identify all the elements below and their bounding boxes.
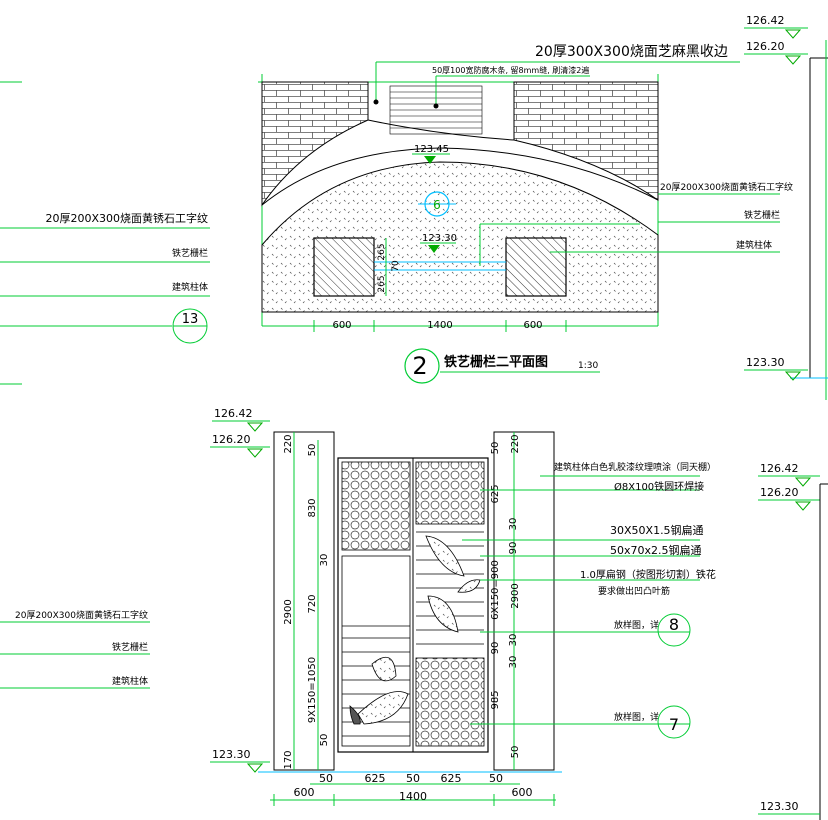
- elev-note-steel-2: 50x70x2.5钢扁通: [610, 544, 702, 557]
- elev-dim-left-total: 2900: [283, 599, 294, 624]
- elev-dim-ri-2: 30: [508, 518, 519, 531]
- elev-dim-li-5: 9X150=1050: [307, 657, 318, 723]
- plan-dim-v1: 265: [377, 243, 387, 260]
- elevation-view: 126.42 126.20 123.30: [210, 407, 716, 806]
- elev-dim-b2-3: 600: [512, 786, 533, 799]
- axis-label: 6: [433, 198, 441, 212]
- elev-dim-ri-1: 50: [490, 442, 501, 455]
- elev-dim-ro-4: 2900: [510, 583, 521, 608]
- plan-dim-b2: 1400: [427, 320, 452, 331]
- elev-dim-ro-5: 985: [490, 690, 501, 709]
- plan-dim-b3: 600: [523, 320, 542, 331]
- left-panel: 20厚200X300烧面黄锈石工字纹 铁艺栅栏 建筑柱体 13 20厚200X3…: [0, 81, 210, 689]
- elev-dim-b2-1: 600: [294, 786, 315, 799]
- elev-note-detail-7: 放样图，详: [614, 711, 659, 723]
- plan-dim-v3: 265: [377, 275, 387, 292]
- detail-ref-8: 8: [669, 615, 679, 634]
- brick-wall-left: [261, 81, 369, 207]
- elev-note-rings: Ø8X100铁圆环焊接: [614, 480, 704, 493]
- detail-ref-7: 7: [669, 715, 679, 734]
- column-right: [505, 237, 567, 297]
- plan-elev-mid: 123.30: [422, 233, 457, 244]
- elev-dim-b1-1: 50: [319, 772, 333, 785]
- elev-dim-b1-3: 50: [406, 772, 420, 785]
- plan-label-fence: 铁艺栅栏: [744, 209, 780, 221]
- left-label-column-2: 建筑柱体: [112, 675, 148, 687]
- elev-dim-b2-2: 1400: [399, 790, 427, 803]
- plan-title: 铁艺栅栏二平面图: [443, 354, 548, 370]
- elev-note-flatsteel: 1.0厚扁钢（按图形切割）铁花: [580, 568, 716, 581]
- left-label-stone: 20厚200X300烧面黄锈石工字纹: [45, 211, 208, 225]
- elev-dim-ro-3: 6X150=900: [490, 560, 501, 620]
- elev-level-second: 126.20: [212, 433, 251, 446]
- plan-title-num: 2: [412, 352, 427, 380]
- leaf-ornament-5: [357, 691, 409, 725]
- plan-title-circle: [404, 348, 440, 384]
- elev-level-top: 126.42: [214, 407, 253, 420]
- elev-dim-ro-2: 625: [490, 484, 501, 503]
- plan-label-stone: 20厚200X300烧面黄锈石工字纹: [660, 181, 793, 193]
- plan-scale: 1:30: [578, 361, 598, 371]
- elev-note-veins: 要求做出凹凸叶筋: [598, 585, 670, 597]
- elev-dim-li-2: 830: [307, 498, 318, 517]
- leaf-ornament-3: [427, 595, 459, 633]
- plan-view: 20厚300X300烧面芝麻黑收边 50厚100宽防腐木条, 留8mm缝, 刷清…: [258, 44, 793, 384]
- detail-ref-13: 13: [182, 312, 199, 327]
- ring-panel-top-right: [415, 461, 485, 525]
- elev-column-left: [273, 431, 335, 771]
- ring-panel-bottom-right: [415, 657, 485, 747]
- elev-dim-li-1: 50: [307, 444, 318, 457]
- right-level-1: 126.42: [746, 14, 785, 27]
- plan-dim-v2: 70: [391, 260, 401, 272]
- right-level-5: 126.20: [760, 486, 799, 499]
- left-label-column: 建筑柱体: [172, 281, 208, 293]
- elev-dim-b1-4: 625: [441, 772, 462, 785]
- elev-note-paint: 建筑柱体白色乳胶漆纹理喷涂（同天棚）: [554, 461, 716, 473]
- elev-dim-li-6: 50: [319, 734, 330, 747]
- right-strip: 126.42 126.20 123.30 126.42 126.20 123.3…: [744, 14, 828, 820]
- elev-level-base: 123.30: [212, 748, 251, 761]
- elev-dim-li-4: 720: [307, 594, 318, 613]
- left-label-fence-2: 铁艺栅栏: [112, 641, 148, 653]
- elev-dim-b1-2: 625: [365, 772, 386, 785]
- elev-dim-li-3: 30: [319, 554, 330, 567]
- ring-panel-top-left: [341, 461, 411, 551]
- plan-elev-top: 123.45: [414, 144, 449, 155]
- leaf-ornament-4: [371, 656, 397, 682]
- elev-dim-ro-1: 220: [510, 434, 521, 453]
- column-left: [313, 237, 375, 297]
- right-level-3: 123.30: [746, 356, 785, 369]
- detail-ref-circle-8: [657, 613, 691, 647]
- plan-sub-note: 50厚100宽防腐木条, 留8mm缝, 刷清漆2遍: [432, 65, 589, 75]
- plan-label-column: 建筑柱体: [736, 239, 772, 251]
- elev-note-detail-8: 放样图，详: [614, 619, 659, 631]
- right-level-2: 126.20: [746, 40, 785, 53]
- plan-top-note: 20厚300X300烧面芝麻黑收边: [535, 44, 728, 60]
- leaf-ornament-1: [425, 535, 465, 577]
- elev-dim-ri-5: 90: [490, 642, 501, 655]
- right-level-6: 123.30: [760, 800, 799, 813]
- elev-dim-ri-6: 30: [508, 656, 519, 669]
- plan-dim-b1: 600: [332, 320, 351, 331]
- right-level-4: 126.42: [760, 462, 799, 475]
- elev-dim-left-bottom: 170: [283, 750, 294, 769]
- elev-dim-left-top: 220: [283, 434, 294, 453]
- elev-note-steel-1: 30X50X1.5钢扁通: [610, 524, 704, 537]
- left-label-stone-2: 20厚200X300烧面黄锈石工字纹: [15, 609, 148, 621]
- elev-dim-ro-6: 50: [510, 746, 521, 759]
- left-label-fence: 铁艺栅栏: [172, 247, 208, 259]
- detail-ref-circle-7: [657, 705, 691, 739]
- elev-dim-ri-3: 90: [508, 542, 519, 555]
- elev-dim-ri-4: 30: [508, 634, 519, 647]
- elev-column-right: [493, 431, 555, 771]
- elev-dim-b1-5: 50: [489, 772, 503, 785]
